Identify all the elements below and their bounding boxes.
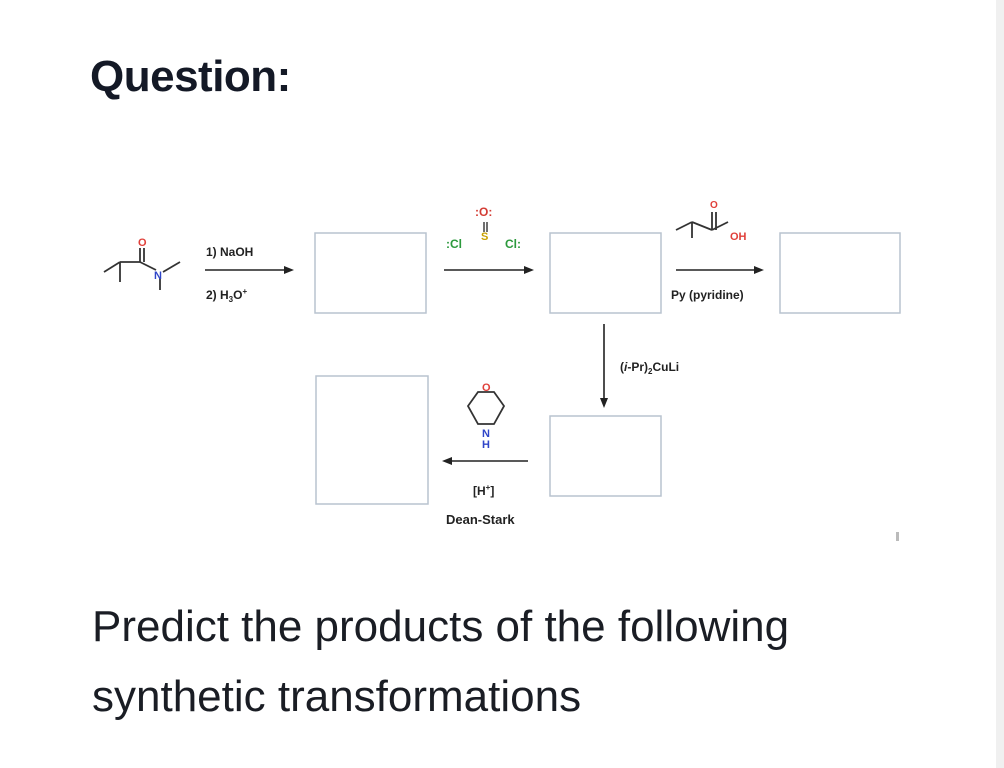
acid-reagent xyxy=(675,212,729,238)
morpholine-oxygen: O xyxy=(482,382,491,394)
bond xyxy=(139,261,157,271)
hydroxyl-group: OH xyxy=(730,231,747,243)
question-prompt: Predict the products of the following sy… xyxy=(92,602,790,721)
scroll-marker xyxy=(896,532,899,541)
reagent-naoh: 1) NaOH xyxy=(206,245,253,259)
starting-material xyxy=(103,248,181,290)
answer-box-1[interactable] xyxy=(314,232,427,314)
sulfur-atom: S xyxy=(481,231,488,243)
reagent-hydronium: 2) H3O+ xyxy=(206,287,247,304)
arrowhead xyxy=(600,398,608,408)
reagent-pyridine: Py (pyridine) xyxy=(671,288,744,302)
reagent-cuprate: (i-Pr)2CuLi xyxy=(620,360,679,376)
oxygen-atom: O xyxy=(138,237,147,249)
reagent-dean-stark: Dean-Stark xyxy=(446,512,515,527)
thionyl-oxygen: :O: xyxy=(475,205,492,219)
bond xyxy=(675,221,693,231)
chlorine-right: Cl: xyxy=(505,237,521,251)
arrowhead xyxy=(524,266,534,274)
answer-box-4[interactable] xyxy=(549,415,662,497)
arrowhead xyxy=(284,266,294,274)
bond xyxy=(711,221,729,231)
answer-box-3[interactable] xyxy=(779,232,901,314)
question-heading: Question: xyxy=(90,52,291,101)
chlorine-left: :Cl xyxy=(446,237,462,251)
bond xyxy=(103,261,121,273)
nitrogen-atom: N xyxy=(154,270,162,282)
morpholine-ring xyxy=(466,391,506,425)
answer-box-5[interactable] xyxy=(315,375,429,505)
morpholine-hydrogen: H xyxy=(482,439,490,451)
acid-oxygen: O xyxy=(710,200,718,211)
morpholine-nitrogen: N xyxy=(482,428,490,440)
arrowhead xyxy=(442,457,452,465)
answer-box-2[interactable] xyxy=(549,232,662,314)
reagent-acid-catalyst: [H+] xyxy=(473,483,494,498)
arrowhead xyxy=(754,266,764,274)
bond xyxy=(162,261,181,273)
bond xyxy=(691,221,713,231)
page-edge xyxy=(996,0,1004,768)
